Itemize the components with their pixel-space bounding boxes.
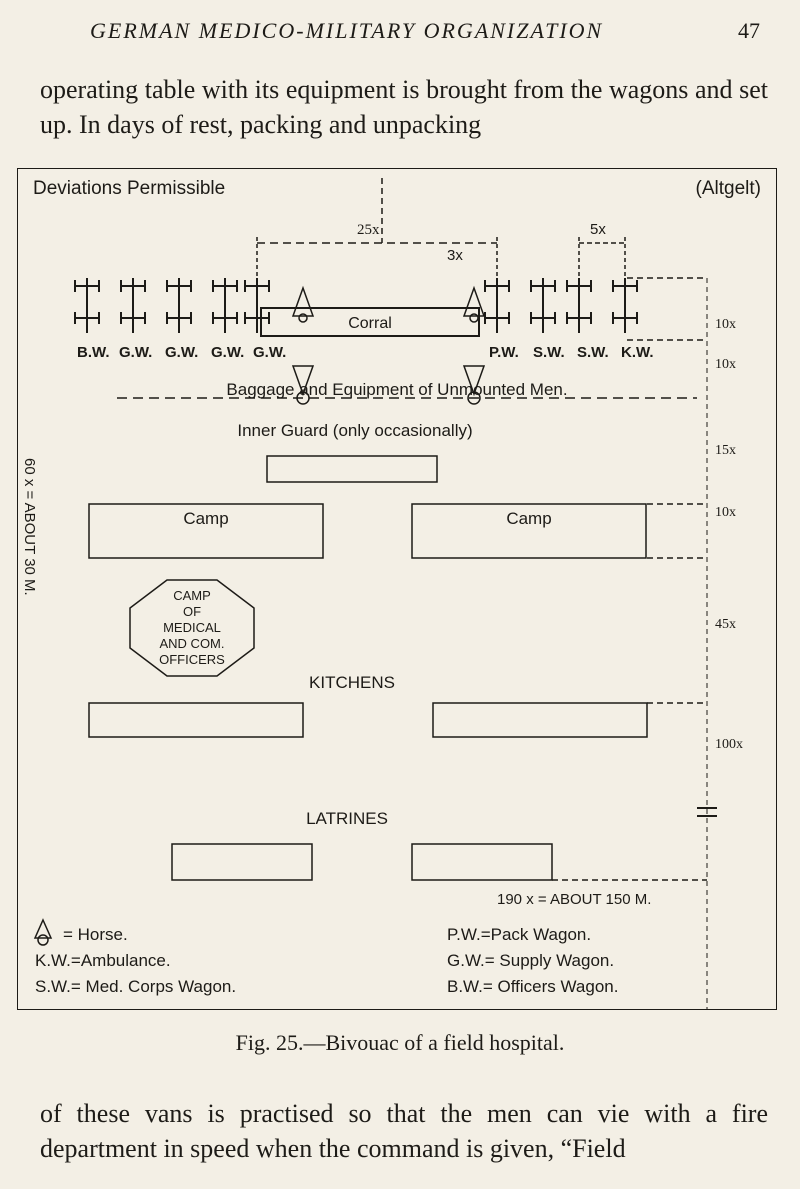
legend-supply-wagon: G.W.= Supply Wagon. <box>447 951 614 970</box>
deviations-label: Deviations Permissible <box>33 178 225 199</box>
figure-caption: Fig. 25.—Bivouac of a field hospital. <box>235 1030 565 1055</box>
bivouac-diagram: Deviations Permissible (Altgelt) 25x 3x … <box>17 168 777 1010</box>
top-paragraph: operating table with its equipment is br… <box>40 75 768 139</box>
altgelt-label: (Altgelt) <box>696 178 761 199</box>
officers-camp-line1: CAMP <box>173 588 211 603</box>
wagon-icon <box>484 278 510 333</box>
wagon-icon <box>612 278 638 333</box>
wagon-label-pw: P.W. <box>489 344 519 361</box>
wagon-label-kw: K.W. <box>621 344 654 361</box>
spacing-45x: 45x <box>715 617 736 632</box>
spacing-100x: 100x <box>715 737 743 752</box>
legend-med-corps: S.W.= Med. Corps Wagon. <box>35 977 236 996</box>
wagon-label-gw: G.W. <box>165 344 198 361</box>
dim-5x-label: 5x <box>590 221 606 238</box>
latrine-box-right <box>411 843 553 881</box>
inner-guard-box <box>266 455 438 483</box>
wagon-row-right <box>484 278 638 333</box>
wagon-label-gw: G.W. <box>211 344 244 361</box>
officers-camp-octagon <box>129 579 255 677</box>
officers-camp-line5: OFFICERS <box>159 652 225 667</box>
legend-horse-icon <box>33 918 53 939</box>
camp-box-right <box>411 503 647 559</box>
wagon-icon <box>212 278 238 333</box>
bottom-paragraph: of these vans is practised so that the m… <box>40 1099 768 1163</box>
legend-pack-wagon: P.W.=Pack Wagon. <box>447 925 591 944</box>
wagon-icon <box>530 278 556 333</box>
dim-3x-label: 3x <box>447 247 463 264</box>
spacing-10x: 10x <box>715 505 736 520</box>
latrine-box-left <box>171 843 313 881</box>
camp-label-right: Camp <box>506 509 551 528</box>
spacing-15x: 15x <box>715 443 736 458</box>
kitchen-box-right <box>432 702 648 738</box>
scale-note: 190 x = ABOUT 150 M. <box>497 891 651 908</box>
page-header: GERMAN MEDICO-MILITARY ORGANIZATION 47 <box>0 18 800 48</box>
dim-25x-label: 25x <box>357 222 380 238</box>
latrines-label: LATRINES <box>306 809 388 828</box>
side-label: 60 x = ABOUT 30 M. <box>21 458 38 596</box>
wagon-label-bw: B.W. <box>77 344 110 361</box>
wagon-row-left <box>74 278 270 333</box>
horse-icon <box>291 285 315 317</box>
corral-label: Corral <box>348 315 392 332</box>
horse-icon <box>462 285 486 317</box>
legend-ambulance: K.W.=Ambulance. <box>35 951 171 970</box>
spacing-10x: 10x <box>715 317 736 332</box>
officers-camp-line2: OF <box>183 604 201 619</box>
wagon-label-gw: G.W. <box>253 344 286 361</box>
kitchens-label: KITCHENS <box>309 673 395 692</box>
wagon-icon <box>120 278 146 333</box>
horse-icon <box>291 365 315 397</box>
wagon-icon <box>566 278 592 333</box>
kitchen-box-left <box>88 702 304 738</box>
page-number: 47 <box>738 18 760 43</box>
horse-icon <box>462 365 486 397</box>
figure-frame <box>17 168 777 1010</box>
inner-guard-label: Inner Guard (only occasionally) <box>237 421 472 440</box>
spacing-10x: 10x <box>715 357 736 372</box>
wagon-label-sw: S.W. <box>577 344 609 361</box>
wagon-icon <box>244 278 270 333</box>
wagon-icon <box>74 278 100 333</box>
legend-officers-wagon: B.W.= Officers Wagon. <box>447 977 618 996</box>
running-title: GERMAN MEDICO-MILITARY ORGANIZATION <box>90 18 604 43</box>
camp-box-left <box>88 503 324 559</box>
wagon-label-gw: G.W. <box>119 344 152 361</box>
camp-label-left: Camp <box>183 509 228 528</box>
wagon-label-sw: S.W. <box>533 344 565 361</box>
wagon-icon <box>166 278 192 333</box>
officers-camp-line4: AND COM. <box>160 636 225 651</box>
corral-box <box>260 307 480 337</box>
officers-camp-line3: MEDICAL <box>163 620 221 635</box>
baggage-label: Baggage and Equipment of Unmounted Men. <box>226 380 567 399</box>
legend-horse: = Horse. <box>63 925 128 944</box>
